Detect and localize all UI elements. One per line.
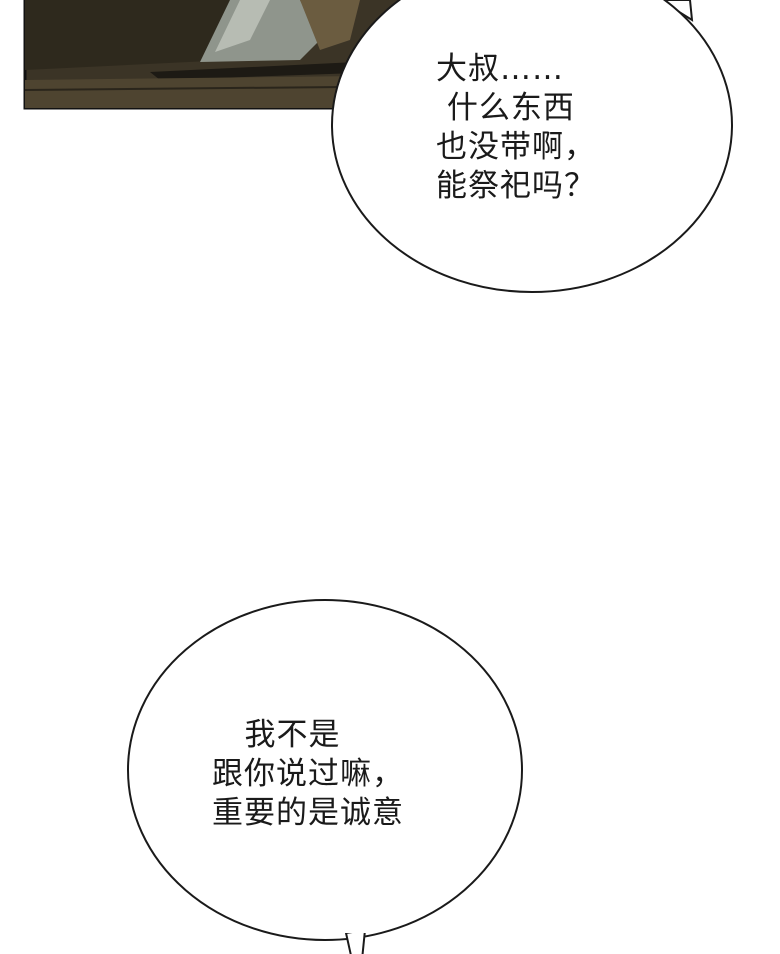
- bubble-1-dialogue: 大叔…… 什么东西 也没带啊， 能祭祀吗？: [436, 50, 596, 206]
- bubble-1-line: 大叔……: [436, 51, 564, 87]
- bubble-1-line: 也没带啊，: [436, 129, 596, 165]
- bubble-2-line: 跟你说过嘛，: [212, 756, 404, 792]
- bubble-2-line: 我不是: [212, 717, 341, 753]
- bubble-2-line: 重要的是诚意: [212, 795, 404, 831]
- bubble-1-line: 什么东西: [436, 90, 575, 126]
- bubble-2-dialogue: 我不是 跟你说过嘛， 重要的是诚意: [212, 716, 404, 833]
- speech-bubble-1: [331, 0, 733, 293]
- speech-bubble-2: [127, 599, 523, 954]
- bubble-1-line: 能祭祀吗？: [436, 168, 596, 204]
